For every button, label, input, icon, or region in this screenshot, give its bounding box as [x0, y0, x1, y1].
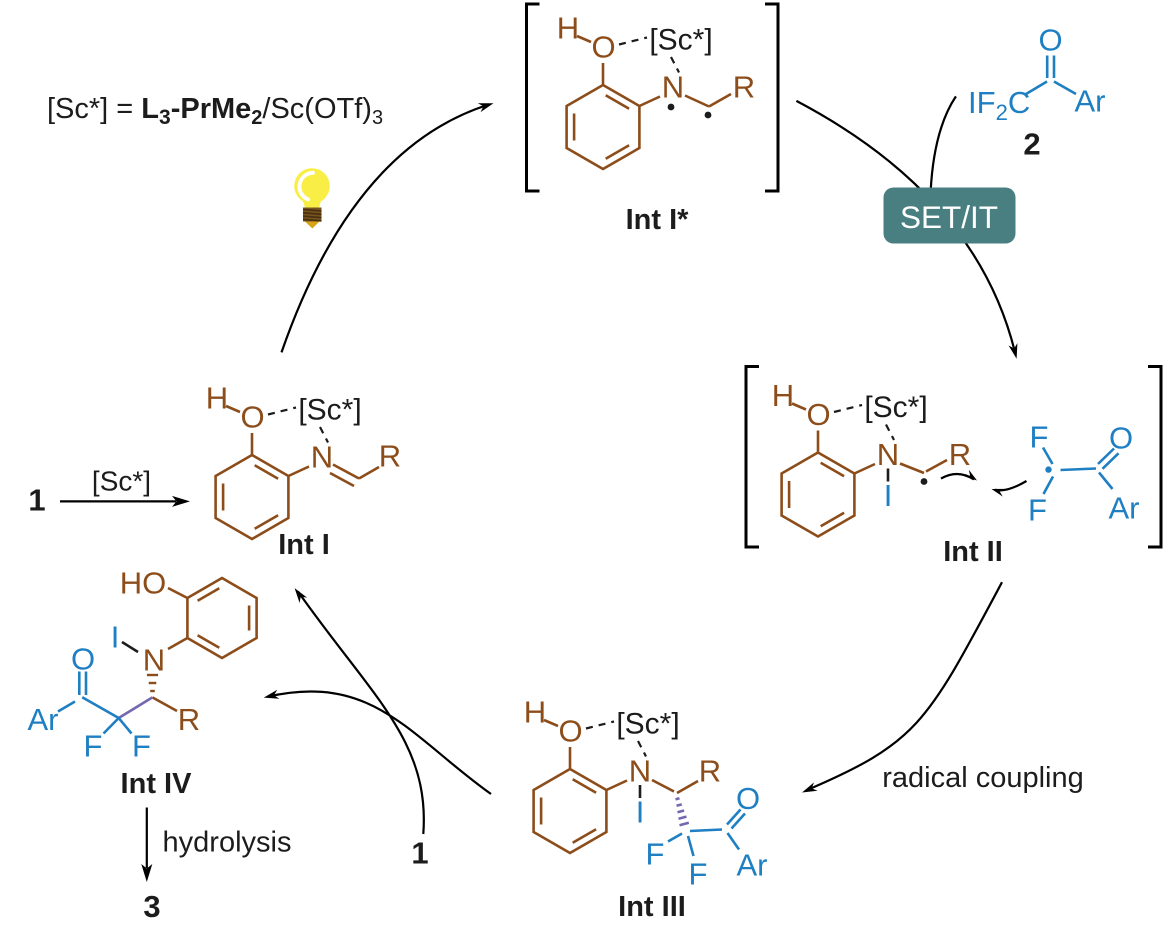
svg-text:H: H — [206, 381, 228, 416]
svg-text:O: O — [736, 781, 760, 816]
svg-text:H: H — [557, 11, 579, 46]
svg-text:Int I*: Int I* — [626, 204, 690, 236]
svg-text:O: O — [558, 714, 582, 749]
svg-text:IF2C: IF2C — [968, 85, 1030, 125]
svg-text:Ar: Ar — [1075, 84, 1106, 119]
svg-text:F: F — [1028, 493, 1047, 528]
svg-text:F: F — [132, 729, 151, 764]
svg-text:hydrolysis: hydrolysis — [163, 827, 292, 859]
svg-text:1: 1 — [411, 836, 428, 871]
svg-text:SET/IT: SET/IT — [900, 199, 998, 235]
svg-text:Int IV: Int IV — [121, 768, 193, 800]
svg-text:N: N — [143, 643, 165, 678]
svg-text:R: R — [949, 437, 971, 472]
svg-text:O: O — [591, 30, 615, 65]
svg-text:R: R — [379, 439, 401, 474]
svg-text:H: H — [524, 695, 546, 730]
svg-text:1: 1 — [28, 483, 45, 518]
svg-text:F: F — [1030, 420, 1049, 455]
svg-text:N: N — [311, 440, 333, 475]
svg-text:N: N — [662, 70, 684, 105]
svg-text:[Sc*]: [Sc*] — [616, 708, 679, 741]
svg-text:R: R — [699, 754, 721, 789]
svg-text:R: R — [733, 70, 755, 105]
svg-text:O: O — [1038, 23, 1062, 58]
svg-text:2: 2 — [1023, 127, 1040, 162]
svg-text:I: I — [636, 795, 645, 830]
svg-text:Ar: Ar — [28, 702, 59, 737]
svg-text:Int I: Int I — [278, 529, 330, 561]
svg-text:Int II: Int II — [943, 536, 1003, 568]
svg-text:O: O — [240, 400, 264, 435]
svg-text:F: F — [84, 729, 103, 764]
svg-text:[Sc*] = L3-PrMe2/Sc(OTf)3: [Sc*] = L3-PrMe2/Sc(OTf)3 — [47, 93, 383, 129]
svg-text:[Sc*]: [Sc*] — [92, 466, 151, 497]
svg-text:I: I — [111, 620, 120, 655]
svg-text:N: N — [629, 754, 651, 789]
svg-text:[Sc*]: [Sc*] — [864, 391, 927, 424]
svg-text:Ar: Ar — [737, 848, 768, 883]
svg-text:radical coupling: radical coupling — [882, 762, 1084, 794]
svg-text:F: F — [646, 837, 665, 872]
svg-text:[Sc*]: [Sc*] — [298, 394, 361, 427]
svg-text:N: N — [877, 437, 899, 472]
svg-text:I: I — [884, 478, 893, 513]
svg-text:H: H — [772, 378, 794, 413]
svg-text:3: 3 — [143, 889, 160, 924]
svg-text:O: O — [1109, 421, 1133, 456]
svg-text:O: O — [806, 397, 830, 432]
svg-text:Ar: Ar — [1109, 491, 1140, 526]
svg-text:O: O — [71, 642, 95, 677]
svg-text:HO: HO — [120, 566, 167, 601]
svg-text:F: F — [689, 857, 708, 892]
svg-text:Int III: Int III — [618, 891, 686, 923]
svg-text:R: R — [178, 702, 200, 737]
svg-text:[Sc*]: [Sc*] — [649, 24, 712, 57]
